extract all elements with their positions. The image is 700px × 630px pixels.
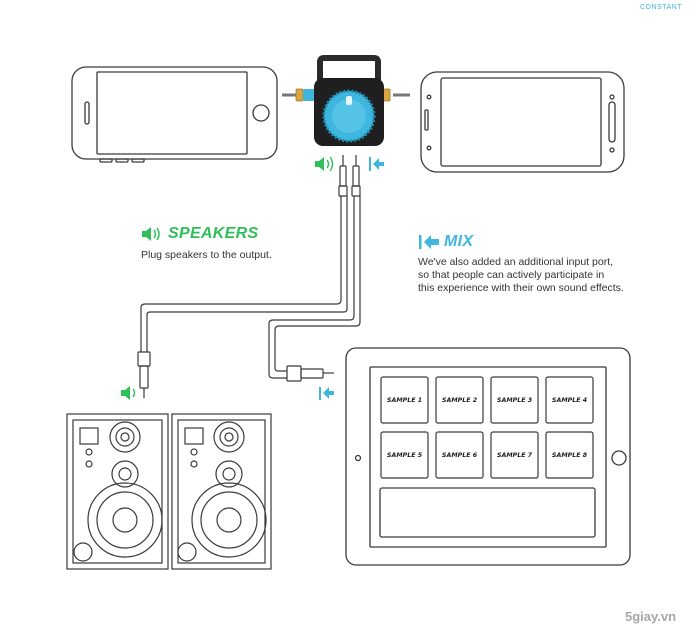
sample-pad-label: SAMPLE 1 xyxy=(387,397,422,404)
sample-pad-8[interactable]: SAMPLE 8 xyxy=(545,431,594,479)
speakers-title: SPEAKERS xyxy=(168,225,259,242)
sample-pad-1[interactable]: SAMPLE 1 xyxy=(380,376,429,424)
input-arrow-icon xyxy=(369,157,384,171)
mix-caption: MIX We've also added an additional input… xyxy=(418,233,624,295)
speaker-volume-icon xyxy=(315,156,334,172)
android-device xyxy=(420,71,625,173)
sample-pad-frame xyxy=(545,376,594,424)
sample-pad-frame xyxy=(490,376,539,424)
watermark: 5giay.vn xyxy=(625,609,677,624)
brand-logo-text: CONSTANT xyxy=(640,4,682,11)
sample-pad-frame xyxy=(545,431,594,479)
speaker-volume-icon-2 xyxy=(121,386,136,400)
speaker-cabinet-right xyxy=(171,413,272,570)
sample-pad-grid: SAMPLE 1 SAMPLE 2 SAMPLE 3 SAMPLE 4 SAMPLE 5… xyxy=(380,376,594,479)
sample-pad-7[interactable]: SAMPLE 7 xyxy=(490,431,539,479)
sample-pad-frame xyxy=(435,431,484,479)
speakers-description: Plug speakers to the output. xyxy=(141,249,272,261)
speakers-heading-icon xyxy=(142,227,160,241)
speaker-cabinet-left xyxy=(66,413,169,570)
sample-pad-5[interactable]: SAMPLE 5 xyxy=(380,431,429,479)
sample-pad-label: SAMPLE 4 xyxy=(552,397,587,404)
mix-description-line-1: We've also added an additional input por… xyxy=(418,256,614,268)
mixer-device xyxy=(282,55,410,146)
sample-pad-label: SAMPLE 7 xyxy=(497,452,533,459)
output-jacks xyxy=(338,155,361,197)
sample-pad-frame xyxy=(490,431,539,479)
input-arrow-icon-2 xyxy=(319,387,334,400)
mix-cable xyxy=(268,196,361,382)
mix-heading-icon xyxy=(419,235,439,249)
sample-pad-frame xyxy=(435,376,484,424)
mix-description-line-3: this experience with their own sound eff… xyxy=(418,282,624,294)
sample-pad-label: SAMPLE 5 xyxy=(387,452,423,459)
mix-description-line-2: so that people can actively participate … xyxy=(418,269,605,281)
mix-title: MIX xyxy=(444,233,474,250)
mix-description: We've also added an additional input por… xyxy=(418,256,624,295)
sample-pad-4[interactable]: SAMPLE 4 xyxy=(545,376,594,424)
iphone-device xyxy=(71,66,278,163)
sample-pad-label: SAMPLE 2 xyxy=(442,397,478,404)
sample-pad-3[interactable]: SAMPLE 3 xyxy=(490,376,539,424)
sample-pad-frame xyxy=(380,376,429,424)
sample-pad-label: SAMPLE 3 xyxy=(497,397,533,404)
sample-pad-frame xyxy=(380,431,429,479)
brand-logo: CONSTANT xyxy=(640,4,682,11)
sample-pad-label: SAMPLE 8 xyxy=(552,452,588,459)
speaker-cable xyxy=(137,196,348,398)
tablet-device xyxy=(345,347,631,566)
sample-pad-label: SAMPLE 6 xyxy=(442,452,478,459)
sample-pad-6[interactable]: SAMPLE 6 xyxy=(435,431,484,479)
speakers-caption: SPEAKERS Plug speakers to the output. xyxy=(141,225,272,262)
sample-pad-2[interactable]: SAMPLE 2 xyxy=(435,376,484,424)
